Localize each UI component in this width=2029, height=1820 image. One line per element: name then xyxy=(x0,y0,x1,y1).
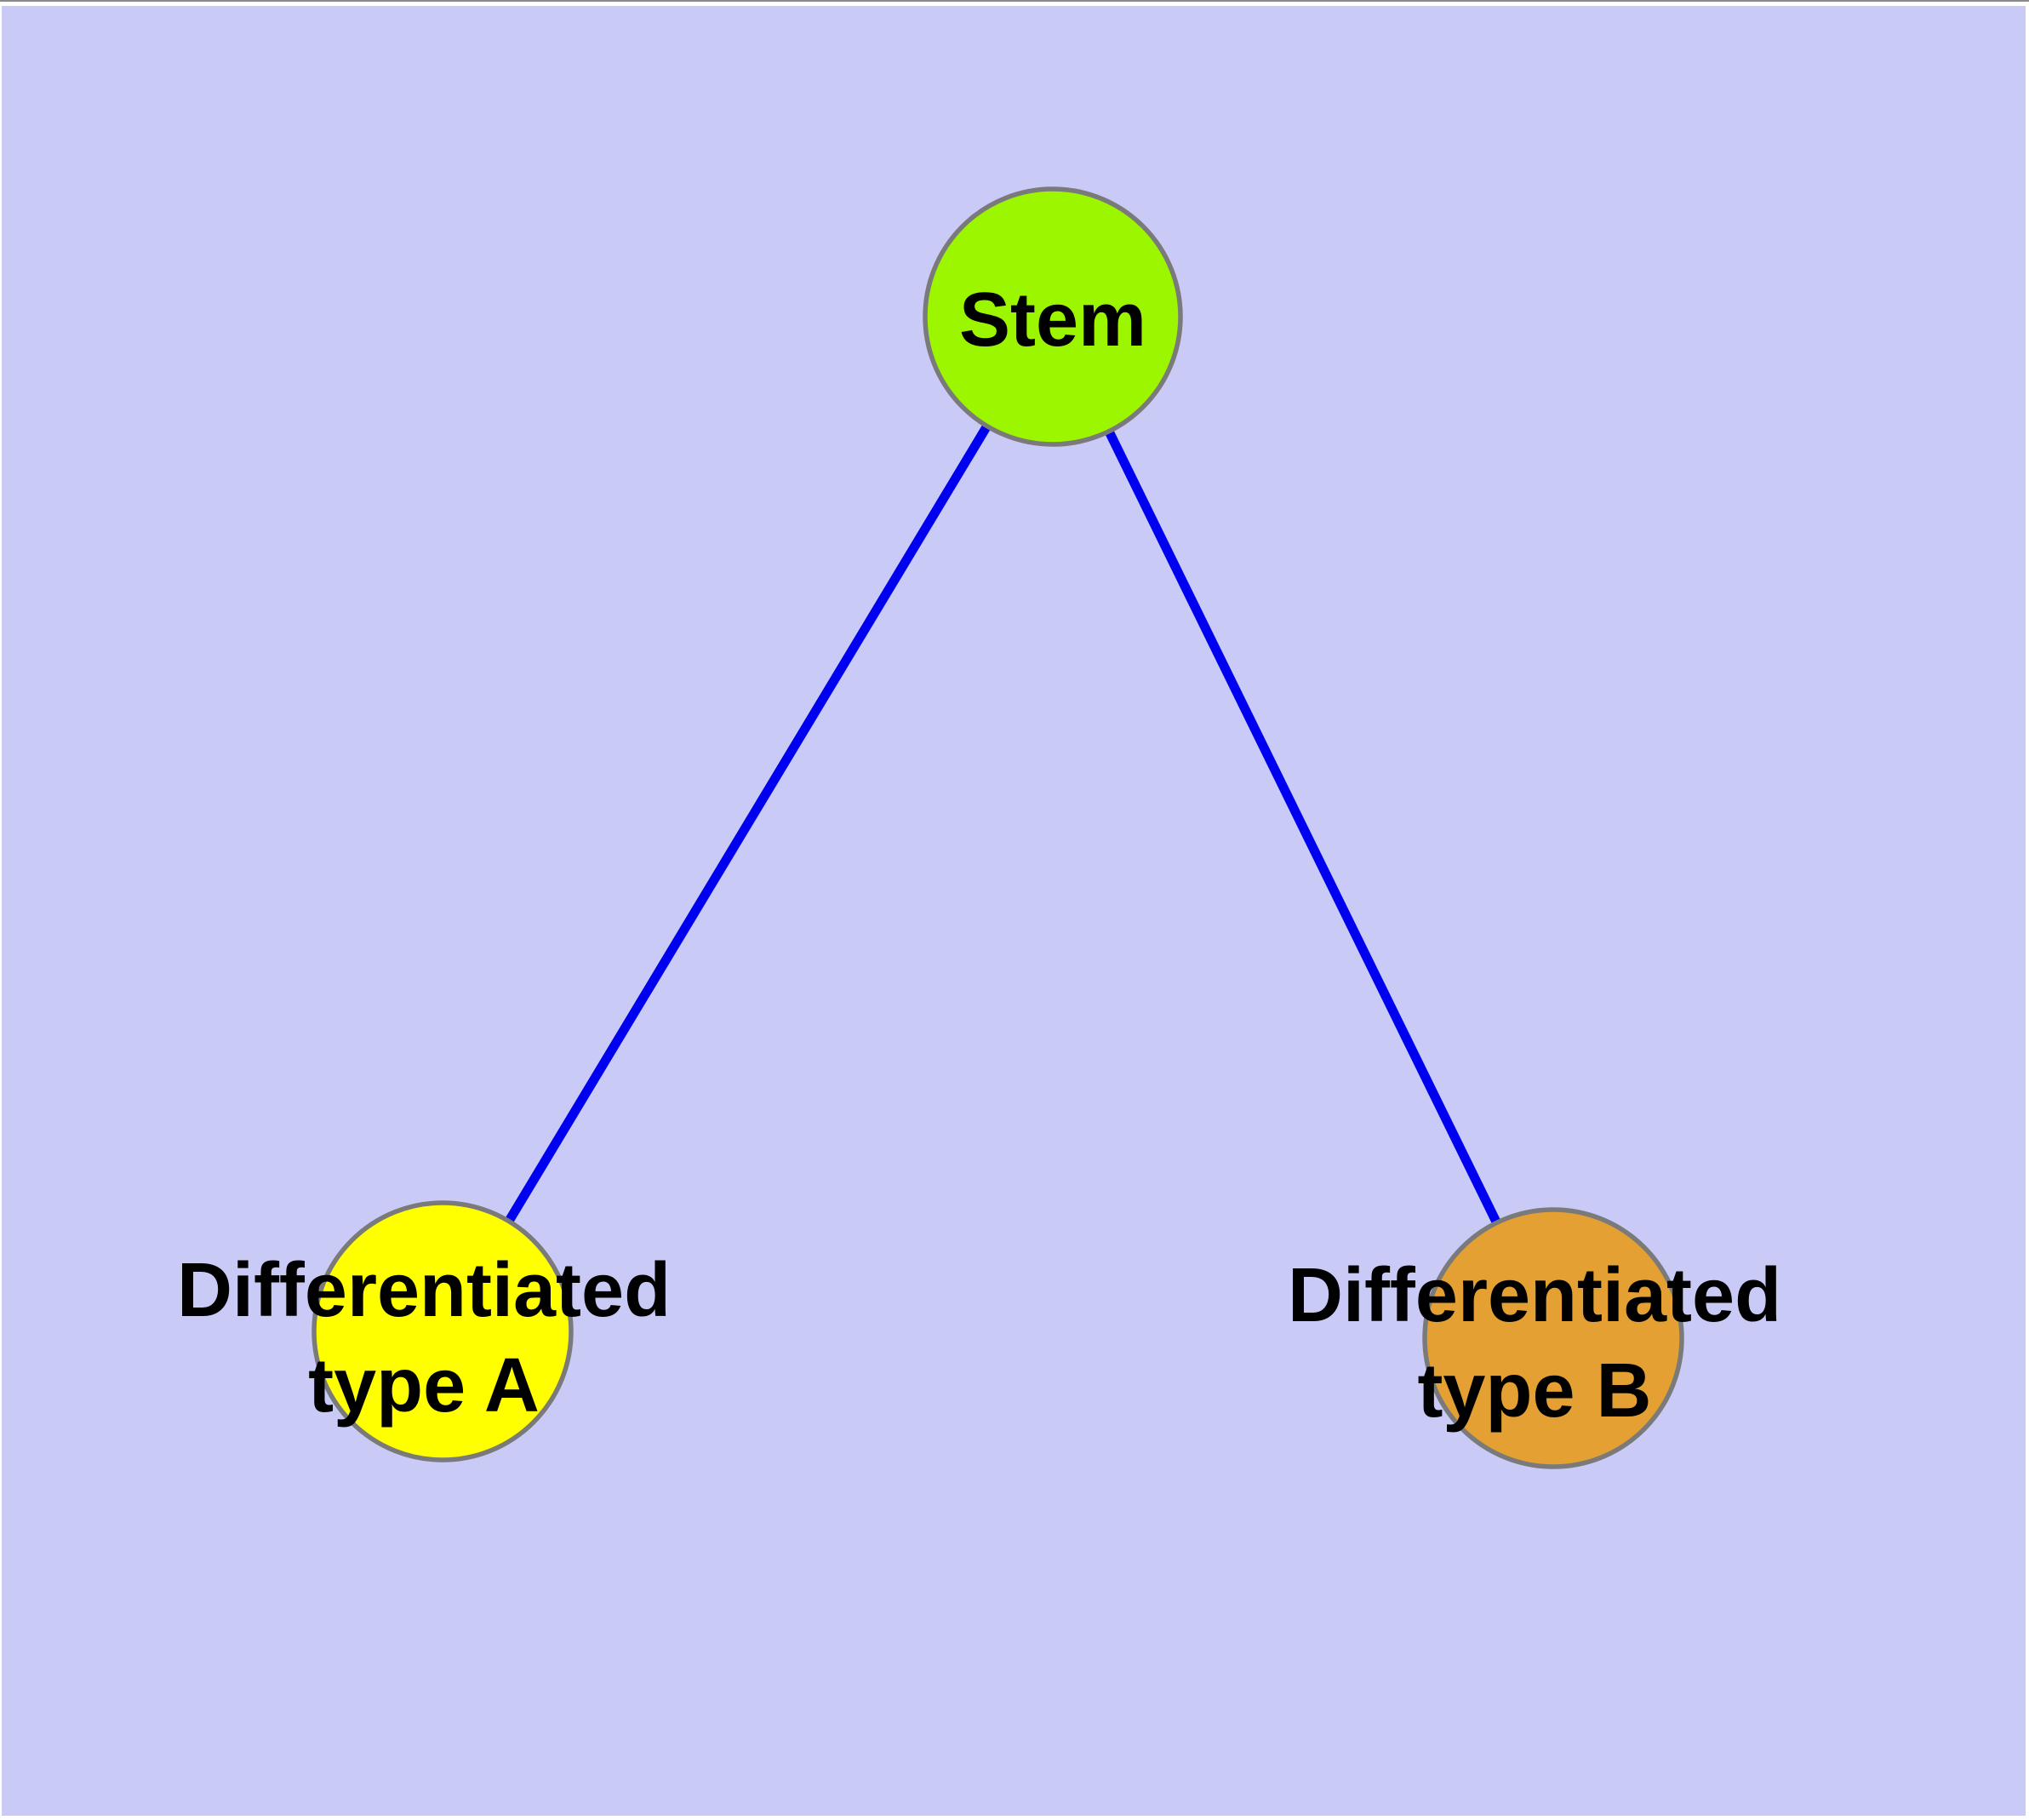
node-stem[interactable] xyxy=(923,186,1183,447)
node-differentiated-type-b[interactable] xyxy=(1422,1207,1684,1469)
window-top-edge xyxy=(0,0,2029,2)
edge-stem-to-type-a xyxy=(438,314,1057,1334)
node-differentiated-type-a[interactable] xyxy=(311,1200,574,1462)
edge-stem-to-type-b xyxy=(1049,314,1557,1341)
